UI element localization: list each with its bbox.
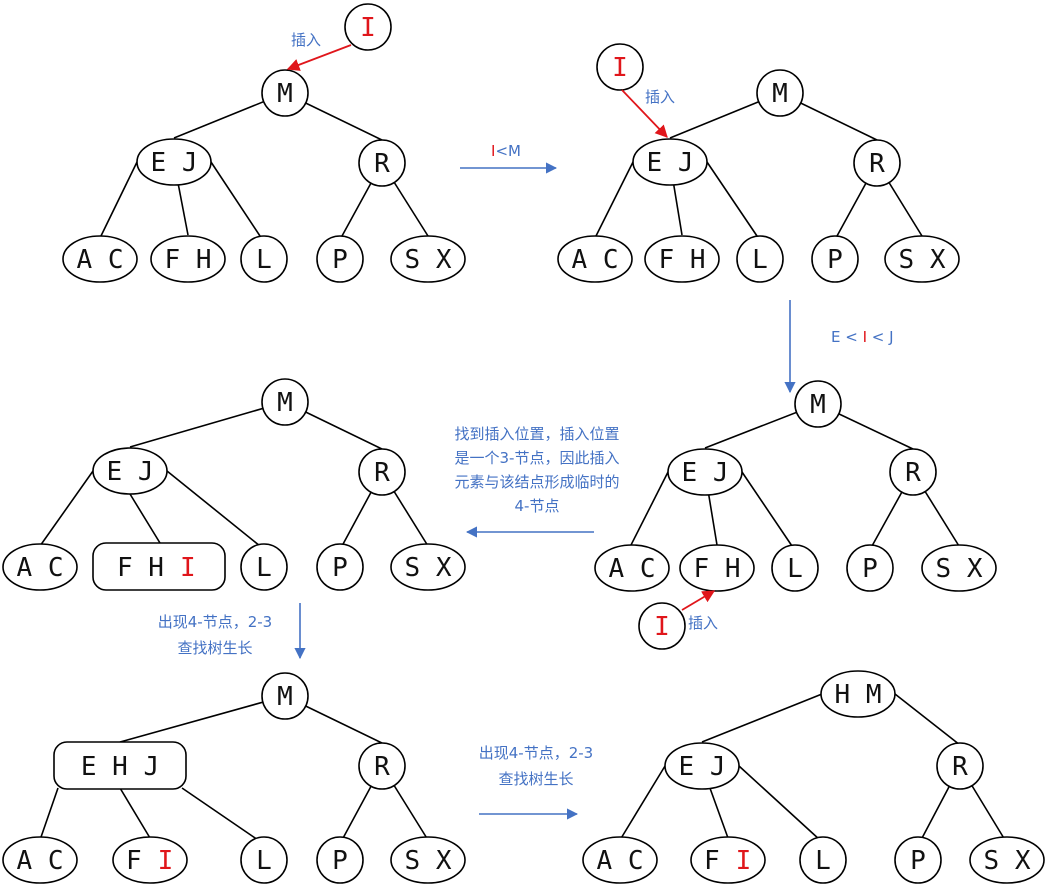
node-m-4: M <box>277 388 293 418</box>
node-r-1: R <box>374 149 390 179</box>
node-p-1: P <box>332 245 348 275</box>
node-r-2: R <box>869 149 885 179</box>
node-l-3: L <box>787 554 803 584</box>
node-r-6: R <box>952 752 968 782</box>
node-sx-3: S X <box>936 554 983 584</box>
compare-label-ej: E < I < J <box>831 328 894 346</box>
tree-step-5 <box>39 695 429 841</box>
node-m-3: M <box>810 390 826 420</box>
node-sx-1: S X <box>405 245 452 275</box>
node-ac-3: A C <box>609 554 656 584</box>
node-ac-6: A C <box>597 846 644 876</box>
node-p-5: P <box>332 846 348 876</box>
node-m-1: M <box>277 79 293 109</box>
tree-step-4-nodes <box>2 378 466 591</box>
node-l-4: L <box>256 553 272 583</box>
grow-caption-2a: 出现4-节点，2-3 <box>479 744 593 762</box>
node-m-5: M <box>277 682 293 712</box>
node-sx-6: S X <box>984 846 1031 876</box>
node-ac-2: A C <box>572 245 619 275</box>
node-p-3: P <box>862 554 878 584</box>
red-insert-arrow-2 <box>621 89 668 138</box>
tree-step-6-nodes <box>582 670 1045 884</box>
red-insert-arrow-1 <box>286 44 352 71</box>
node-p-6: P <box>910 846 926 876</box>
compare-label-m: I<M <box>491 142 521 160</box>
tree-step-3-nodes <box>594 380 997 650</box>
red-insert-arrow-3 <box>681 590 716 611</box>
find-caption-4: 4-节点 <box>515 497 560 515</box>
node-r-5: R <box>374 752 390 782</box>
grow-caption-2b: 查找树生长 <box>498 770 573 788</box>
grow-caption-1b: 查找树生长 <box>177 639 252 657</box>
node-ej-6: E J <box>679 752 726 782</box>
node-sx-5: S X <box>405 846 452 876</box>
node-hm-6: H M <box>835 680 882 710</box>
node-fh-3: F H <box>694 554 741 584</box>
find-caption-3: 元素与该结点形成临时的 <box>454 473 619 491</box>
node-r-4: R <box>374 458 390 488</box>
insert-label-2: 插入 <box>645 88 675 106</box>
node-m-2: M <box>772 79 788 109</box>
node-ac-4: A C <box>17 553 64 583</box>
node-fh-2: F H <box>659 245 706 275</box>
node-l-1: L <box>256 245 272 275</box>
node-i-2: I <box>612 53 628 83</box>
node-l-5: L <box>256 846 272 876</box>
tree-step-5-nodes <box>2 672 466 884</box>
insert-label-3: 插入 <box>688 614 718 632</box>
node-ehj-5: E H J <box>81 752 159 782</box>
node-ac-1: A C <box>77 245 124 275</box>
node-ac-5: A C <box>17 846 64 876</box>
node-i-1: I <box>360 13 376 43</box>
find-caption-1: 找到插入位置，插入位置 <box>454 425 619 443</box>
find-caption-2: 是一个3-节点，因此插入 <box>455 449 620 467</box>
node-ej-4: E J <box>107 457 154 487</box>
grow-caption-1a: 出现4-节点，2-3 <box>158 613 272 631</box>
node-p-2: P <box>827 245 843 275</box>
node-l-6: L <box>815 846 831 876</box>
node-ej-3: E J <box>682 458 729 488</box>
node-labels: I M E J R A C F H L P S X I M E J R A C … <box>17 13 1031 876</box>
node-l-2: L <box>752 245 768 275</box>
node-i-3: I <box>654 612 670 642</box>
node-sx-4: S X <box>405 553 452 583</box>
node-sx-2: S X <box>899 245 946 275</box>
node-fh-1: F H <box>165 245 212 275</box>
insert-label-1: 插入 <box>291 31 321 49</box>
tree-step-1-nodes <box>62 3 466 283</box>
node-r-3: R <box>905 458 921 488</box>
node-p-4: P <box>332 553 348 583</box>
node-ej-2: E J <box>647 148 694 178</box>
node-ej-1: E J <box>151 148 198 178</box>
tree-step-2-nodes <box>557 43 960 283</box>
